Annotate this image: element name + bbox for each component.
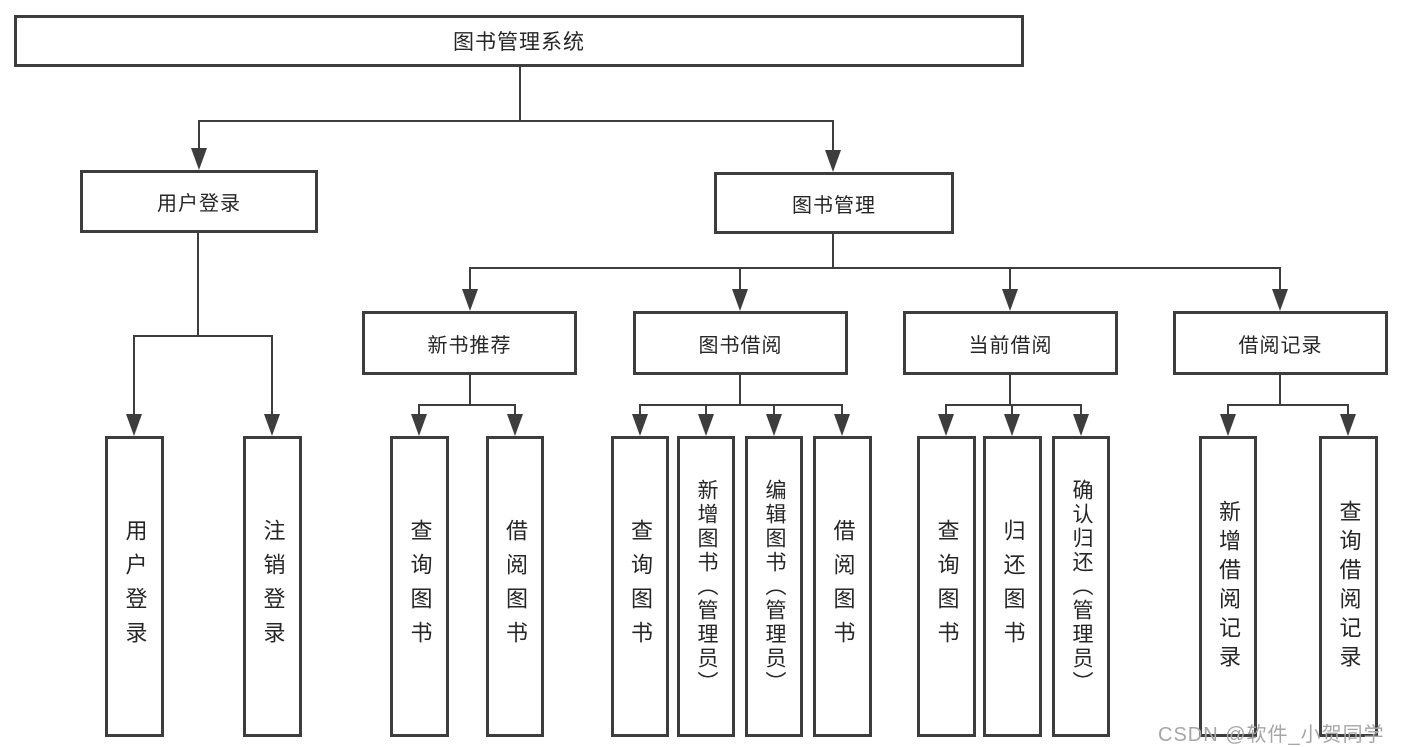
- connector-root-trunk: [519, 66, 521, 122]
- connector-stub-user-login: [198, 120, 200, 148]
- arrowhead-bb-edit: [766, 414, 782, 436]
- node-current-borrow: 当前借阅: [903, 311, 1118, 375]
- connector-stub-bb-query: [639, 404, 641, 414]
- connector-records-trunk: [1279, 375, 1281, 406]
- connector-userlogin-span: [133, 335, 273, 337]
- csdn-watermark: CSDN @软件_小贺同学: [1158, 724, 1385, 746]
- connector-currentborrow-span: [945, 404, 1082, 406]
- arrowhead-rec-add: [1220, 414, 1236, 436]
- arrowhead-borrow-records: [1272, 289, 1288, 311]
- connector-stub-bb-borrow: [841, 404, 843, 414]
- arrowhead-nb-borrow: [507, 414, 523, 436]
- node-book-management: 图书管理: [714, 172, 954, 234]
- arrowhead-bb-add: [698, 414, 714, 436]
- connector-stub-current-borrow: [1009, 267, 1011, 289]
- connector-stub-new-books: [469, 267, 471, 289]
- node-user-login: 用户登录: [80, 170, 318, 233]
- connector-stub-bb-edit: [773, 404, 775, 414]
- connector-stub-cb-return: [1011, 404, 1013, 414]
- arrowhead-new-books: [462, 289, 478, 311]
- connector-stub-nb-query: [418, 404, 420, 414]
- connector-stub-rec-add: [1227, 404, 1229, 414]
- connector-bookmgmt-span: [469, 267, 1281, 269]
- node-borrow-records: 借阅记录: [1173, 311, 1388, 375]
- leaf-confirm-return-admin: 确认归还（管理员）: [1052, 436, 1110, 737]
- leaf-logout: 注销登录: [243, 436, 302, 737]
- connector-bookmgmt-trunk: [832, 234, 834, 269]
- connector-stub-nb-borrow: [514, 404, 516, 414]
- connector-stub-rec-query: [1347, 404, 1349, 414]
- node-root: 图书管理系统: [14, 15, 1024, 67]
- arrowhead-rec-query: [1340, 414, 1356, 436]
- connector-stub-cb-confirm: [1080, 404, 1082, 414]
- connector-records-span: [1227, 404, 1349, 406]
- connector-stub-leaf-userlogin: [133, 335, 135, 414]
- connector-stub-leaf-logout: [271, 335, 273, 414]
- connector-stub-borrow-records: [1279, 267, 1281, 289]
- leaf-return-books: 归还图书: [983, 436, 1042, 737]
- connector-newbooks-span: [418, 404, 516, 406]
- connector-stub-cb-query: [945, 404, 947, 414]
- connector-currentborrow-trunk: [1009, 375, 1011, 406]
- arrowhead-leaf-logout: [264, 414, 280, 436]
- arrowhead-cb-return: [1004, 414, 1020, 436]
- leaf-current-query-books: 查询图书: [917, 436, 976, 737]
- arrowhead-book-borrow: [732, 289, 748, 311]
- arrowhead-current-borrow: [1002, 289, 1018, 311]
- leaf-query-borrow-record: 查询借阅记录: [1319, 436, 1378, 737]
- arrowhead-user-login: [191, 148, 207, 170]
- arrowhead-book-mgmt: [825, 150, 841, 172]
- leaf-newbooks-query-books: 查询图书: [390, 436, 449, 737]
- arrowhead-leaf-userlogin: [126, 414, 142, 436]
- connector-newbooks-trunk: [469, 375, 471, 406]
- leaf-edit-books-admin: 编辑图书（管理员）: [745, 436, 803, 737]
- arrowhead-nb-query: [411, 414, 427, 436]
- connector-stub-bb-add: [705, 404, 707, 414]
- connector-userlogin-trunk: [197, 233, 199, 337]
- leaf-add-books-admin: 新增图书（管理员）: [677, 436, 735, 737]
- node-new-book-recommend: 新书推荐: [362, 311, 577, 375]
- connector-bookborrow-span: [639, 404, 843, 406]
- connector-stub-book-borrow: [739, 267, 741, 289]
- leaf-user-login: 用户登录: [105, 436, 164, 737]
- arrowhead-bb-query: [632, 414, 648, 436]
- arrowhead-bb-borrow: [834, 414, 850, 436]
- leaf-newbooks-borrow-books: 借阅图书: [486, 436, 544, 737]
- leaf-borrow-borrow-books: 借阅图书: [813, 436, 872, 737]
- connector-root-span: [198, 120, 834, 122]
- connector-stub-book-mgmt: [832, 120, 834, 150]
- leaf-borrow-query-books: 查询图书: [611, 436, 669, 737]
- arrowhead-cb-query: [938, 414, 954, 436]
- node-book-borrow: 图书借阅: [633, 311, 848, 375]
- arrowhead-cb-confirm: [1073, 414, 1089, 436]
- connector-bookborrow-trunk: [739, 375, 741, 406]
- leaf-add-borrow-record: 新增借阅记录: [1199, 436, 1257, 737]
